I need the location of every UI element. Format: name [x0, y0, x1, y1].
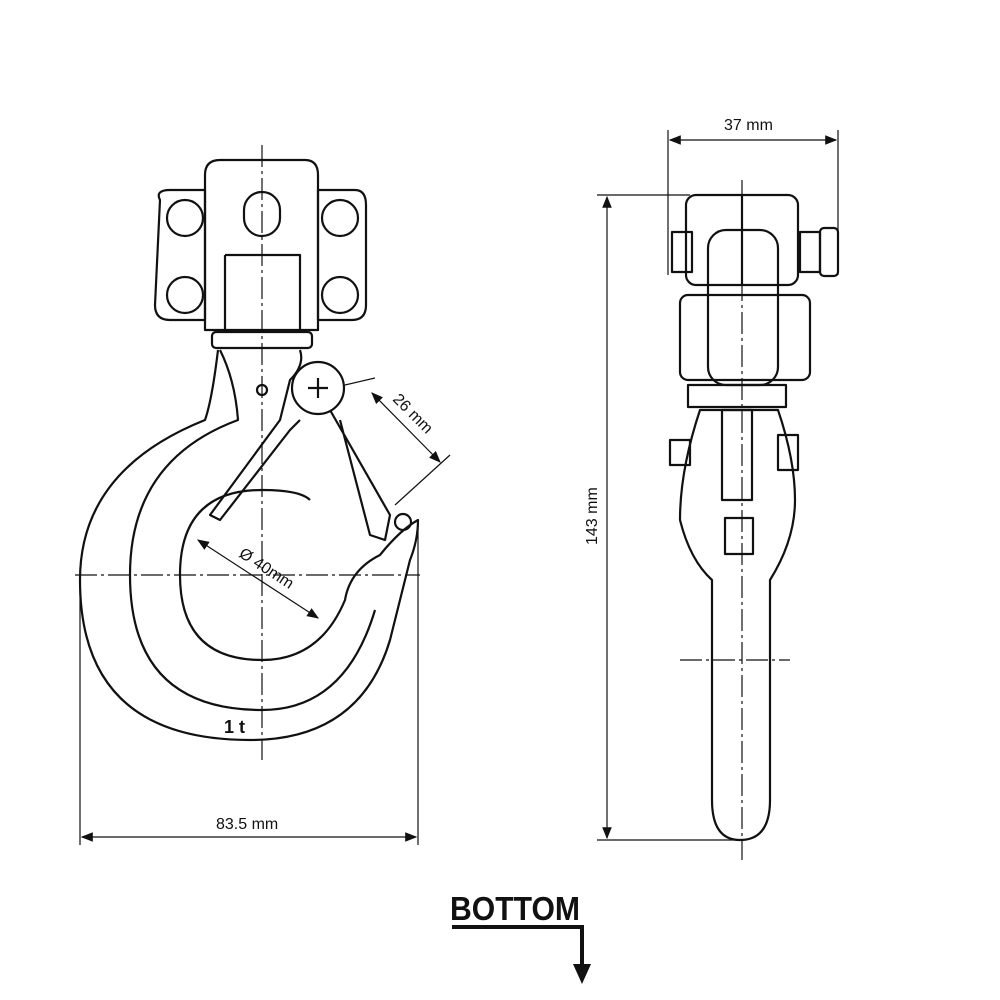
latch-pivot	[290, 360, 346, 416]
arrow-down-icon	[573, 964, 591, 984]
bottom-label: BOTTOM	[450, 890, 580, 927]
hook-outline	[78, 349, 420, 742]
front-view: 1 t 83.5 mm Ø 40mm 26 mm	[75, 145, 451, 845]
bolt-hole	[165, 275, 205, 315]
latch-length-dimension: 26 mm	[389, 391, 436, 438]
bolt-hole	[320, 198, 360, 238]
throat-diameter-dimension: Ø 40mm	[236, 545, 297, 593]
swivel-block-left	[153, 188, 207, 322]
side-width-dimension: 37 mm	[724, 117, 773, 134]
swivel-body	[203, 158, 320, 332]
bolt-hole	[320, 275, 360, 315]
capacity-marking: 1 t	[224, 717, 245, 737]
side-view: 37 mm 143 mm	[584, 117, 840, 860]
height-dimension: 143 mm	[584, 487, 601, 545]
hook-width-dimension: 83.5 mm	[216, 816, 278, 833]
bolt-hole	[165, 198, 205, 238]
swivel-block-right	[316, 188, 368, 322]
view-label: BOTTOM	[450, 890, 591, 984]
